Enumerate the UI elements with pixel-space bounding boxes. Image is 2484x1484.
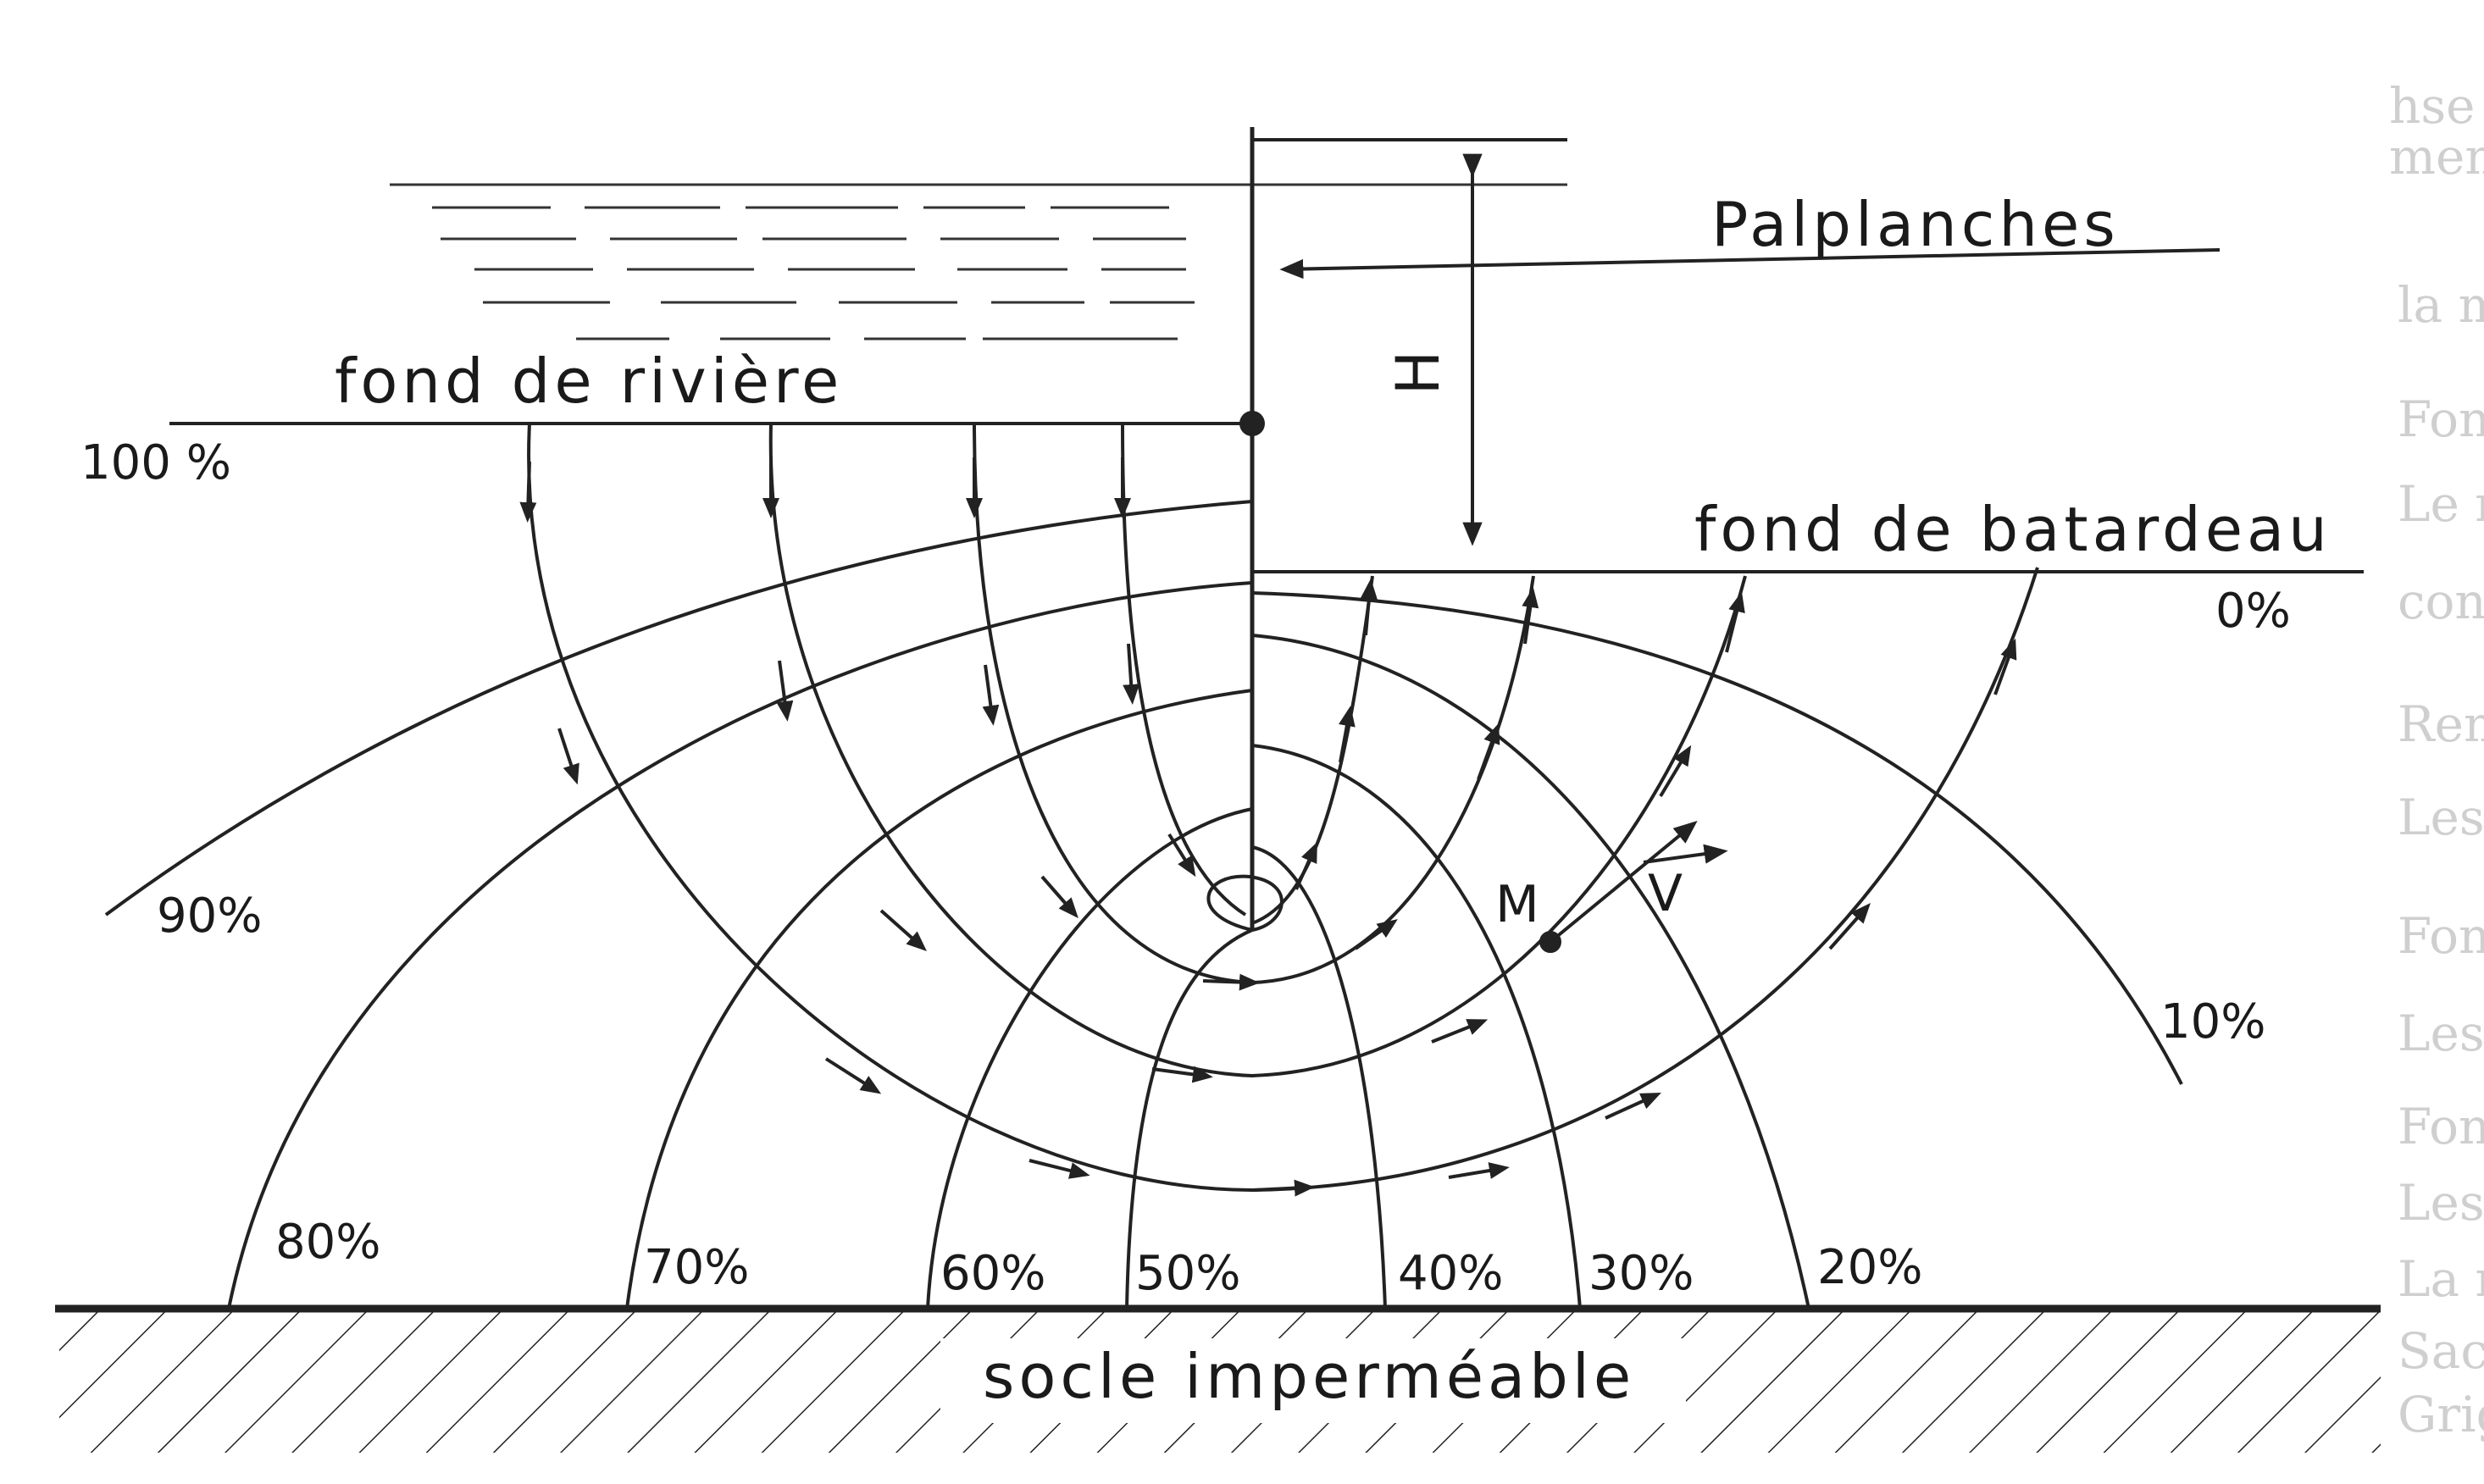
label-20: 20% <box>1817 1240 1922 1295</box>
ghost-line: cont p <box>2398 573 2484 630</box>
equipotential-10 <box>1251 591 2183 1085</box>
label-80: 80% <box>275 1215 380 1270</box>
flow-line-3 <box>768 423 1747 1078</box>
impermeable-base: socle imperméable <box>55 1304 2381 1453</box>
equipotential-30 <box>1251 744 1582 1310</box>
flow-lines <box>527 423 2039 1193</box>
equipotential-50 <box>1125 928 1253 1310</box>
base-label: socle imperméable <box>983 1341 1635 1412</box>
ghost-line: Fondem <box>2398 1098 2484 1155</box>
label-10: 10% <box>2160 994 2265 1049</box>
label-90: 90% <box>157 889 262 944</box>
equipotential-90 <box>104 500 1253 916</box>
ghost-line: hse R <box>2389 77 2484 135</box>
water-ripples <box>432 206 1195 341</box>
ghost-line: Les enttement <box>2398 789 2484 846</box>
label-70: 70% <box>644 1240 749 1295</box>
equipotential-lines <box>104 500 2183 1310</box>
ghost-line: la mise et d <box>2398 276 2484 334</box>
base-label-backdrop <box>940 1338 1686 1423</box>
equipotential-20 <box>1251 634 1810 1310</box>
label-30: 30% <box>1589 1246 1694 1301</box>
ghost-line: Sacr <box>2398 1322 2484 1380</box>
flow-line-tip <box>1206 874 1284 932</box>
flow-line-4 <box>527 423 2039 1193</box>
ghost-line: ment des <box>2389 128 2484 186</box>
ground-lines <box>169 422 2364 573</box>
ghost-line: Rem <box>2398 695 2484 753</box>
equipotential-40 <box>1251 845 1387 1310</box>
pile-point <box>1239 411 1265 436</box>
river-bed-label: fond de rivière <box>335 346 843 417</box>
cofferdam-bed-label: fond de batardeau <box>1694 494 2332 565</box>
water-surface <box>390 183 1567 341</box>
label-40: 40% <box>1398 1246 1503 1301</box>
sheet-pile <box>1239 127 1265 930</box>
velocity-component <box>1643 844 1728 864</box>
label-100: 100 % <box>80 435 231 490</box>
pile-pointer <box>1279 248 2221 280</box>
equipotential-80 <box>227 581 1253 1310</box>
equipotential-70 <box>625 689 1253 1310</box>
ghost-line: Les <box>2398 1174 2484 1232</box>
head-dimension <box>1252 138 2221 546</box>
label-50: 50% <box>1135 1246 1240 1301</box>
ghost-line: Les <box>2398 1005 2484 1062</box>
ghost-line: Grig <box>2398 1386 2484 1443</box>
ghost-line: La mis <box>2398 1250 2484 1308</box>
ghost-line: Le m <box>2398 475 2484 533</box>
ghost-line: Fond d <box>2398 390 2484 448</box>
bleed-through-text: hse R ment des la mise et d Fond d Le m … <box>2389 77 2484 1443</box>
velocity-label: V <box>1648 864 1683 923</box>
head-label: H <box>1383 351 1453 396</box>
label-60: 60% <box>940 1246 1045 1301</box>
ghost-line: Fondem <box>2398 907 2484 965</box>
point-m-label: M <box>1495 875 1539 934</box>
velocity-vector <box>1549 821 1698 944</box>
flow-arrows <box>519 457 2017 1197</box>
sheet-piles-label: Palplanches <box>1711 189 2120 260</box>
equipotential-60 <box>926 807 1253 1310</box>
point-m-velocity <box>1539 821 1728 953</box>
equipotential-labels: 100 % 90% 80% 70% 60% 50% 40% 30% 20% 10… <box>80 435 2291 1301</box>
label-0: 0% <box>2215 584 2291 639</box>
